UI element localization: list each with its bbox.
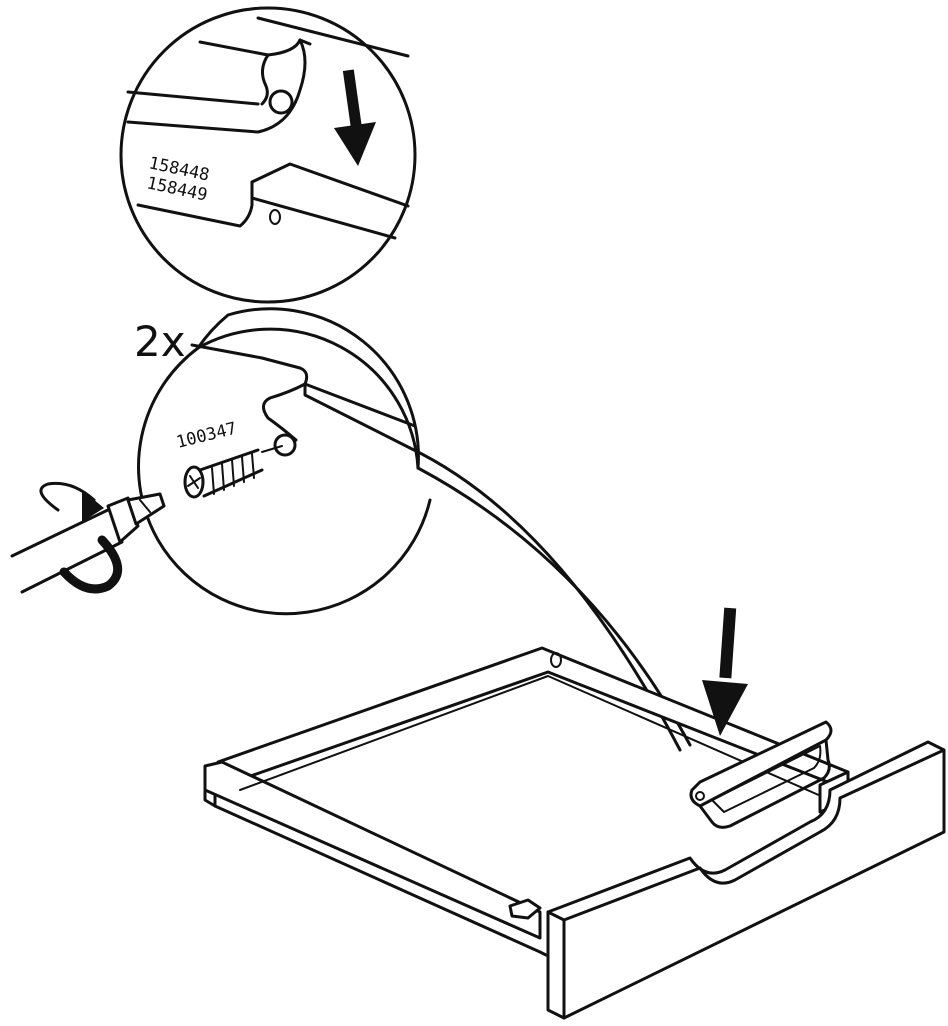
screw-icon [183, 445, 283, 499]
clip-hook [262, 382, 307, 442]
screwdriver-icon [10, 492, 166, 594]
top-detail-border [119, 6, 417, 304]
drawer [203, 607, 946, 1020]
drawer-handle [689, 720, 833, 829]
middle-detail-circle: 2x 100347 [134, 307, 432, 616]
clip-hook [260, 53, 270, 106]
side-hole [269, 209, 281, 225]
clip-eye [273, 433, 297, 457]
part-number-100347: 100347 [174, 419, 238, 453]
rail-with-clip [126, 38, 307, 134]
top-detail-circle: 158448 158449 [119, 6, 417, 304]
quantity-label: 2x [134, 317, 186, 366]
clip-eye [268, 89, 294, 115]
arrow-down-icon [334, 69, 376, 166]
arrow-down-icon [702, 607, 748, 736]
middle-detail-border [137, 327, 432, 616]
rotate-arrow-icon [39, 481, 122, 594]
